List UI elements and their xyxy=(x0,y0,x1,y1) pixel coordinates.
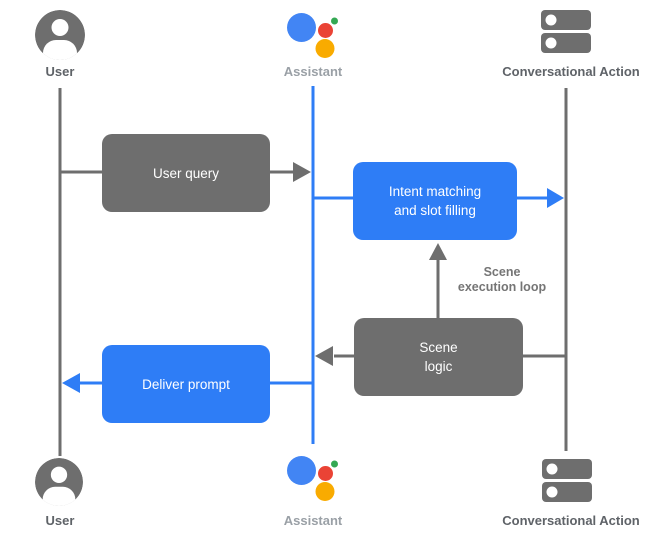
actor-label-user-top: User xyxy=(45,64,75,79)
server-icon xyxy=(542,459,592,502)
node-deliver-prompt: Deliver prompt xyxy=(102,345,270,423)
user-query-arrowhead-icon xyxy=(293,162,311,182)
actor-label-conversational-action-bottom: Conversational Action xyxy=(502,513,640,528)
user-icon xyxy=(35,458,83,506)
server-icon xyxy=(541,10,591,53)
node-scene-logic: Scene logic xyxy=(354,318,523,396)
user-icon xyxy=(35,10,85,60)
actor-label-conversational-action-top: Conversational Action xyxy=(502,64,640,79)
node-user-query: User query xyxy=(102,134,270,212)
actor-label-user-bottom: User xyxy=(45,513,75,528)
scene-execution-loop-label: Scene execution loop xyxy=(457,265,547,294)
deliver-prompt-arrowhead-icon xyxy=(62,373,80,393)
actor-label-assistant-top: Assistant xyxy=(283,64,343,79)
scene-logic-arrowhead-icon xyxy=(315,346,333,366)
scene-loop-arrowhead-icon xyxy=(429,243,447,260)
assistant-icon xyxy=(287,13,338,58)
intent-matching-arrowhead-icon xyxy=(547,188,564,208)
actor-label-assistant-bottom: Assistant xyxy=(283,513,343,528)
node-intent-matching: Intent matching and slot filling xyxy=(353,162,517,240)
assistant-icon xyxy=(287,456,338,501)
